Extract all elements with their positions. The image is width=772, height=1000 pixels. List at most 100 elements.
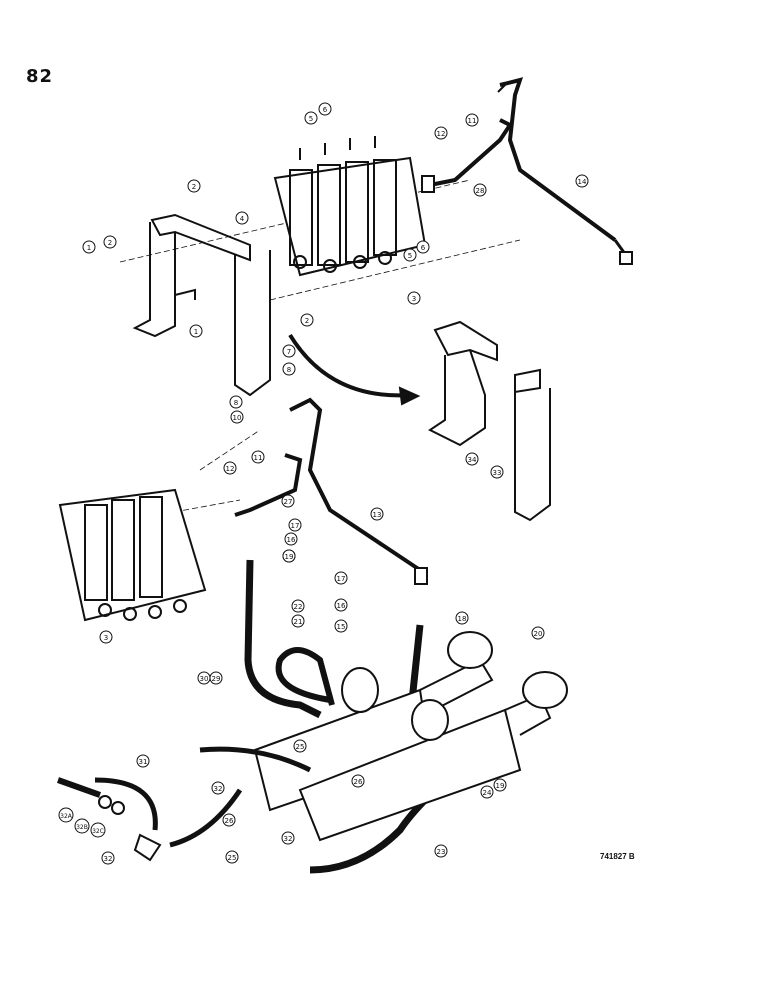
svg-text:29: 29 — [212, 675, 221, 683]
callout: 32B — [74, 818, 90, 834]
svg-text:23: 23 — [437, 848, 446, 856]
svg-text:28: 28 — [476, 187, 485, 195]
callout: 5 — [304, 111, 318, 125]
arrowhead — [398, 386, 421, 406]
svg-text:8: 8 — [234, 399, 238, 407]
drawing-id: 741827 B — [600, 852, 635, 861]
callout: 12 — [434, 126, 448, 140]
svg-text:3: 3 — [412, 295, 416, 303]
svg-text:1: 1 — [87, 244, 91, 252]
svg-text:17: 17 — [337, 575, 346, 583]
svg-text:2: 2 — [192, 183, 196, 191]
svg-text:26: 26 — [225, 817, 234, 825]
callout: 6 — [318, 102, 332, 116]
svg-text:6: 6 — [421, 244, 426, 252]
fitting-32-detail — [56, 777, 162, 862]
callout: 30 — [197, 671, 211, 685]
svg-text:2: 2 — [108, 239, 112, 247]
svg-text:33: 33 — [493, 469, 502, 477]
callout: 12 — [223, 461, 237, 475]
hose-29 — [244, 559, 322, 719]
svg-text:3: 3 — [104, 634, 108, 642]
hose-21 — [275, 647, 335, 706]
assembly-leader-line — [269, 239, 521, 301]
callout: 3 — [407, 291, 421, 305]
svg-text:18: 18 — [458, 615, 467, 623]
callout: 17 — [334, 571, 348, 585]
callout: 19 — [493, 778, 507, 792]
callout: 14 — [575, 174, 589, 188]
callout: 4 — [235, 211, 249, 225]
svg-text:7: 7 — [287, 348, 291, 356]
callout: 2 — [187, 179, 201, 193]
callout: 25 — [225, 850, 239, 864]
svg-text:19: 19 — [285, 553, 294, 561]
callout: 32 — [211, 781, 225, 795]
callout: 29 — [209, 671, 223, 685]
callout: 11 — [465, 113, 479, 127]
svg-text:5: 5 — [309, 115, 313, 123]
callout: 26 — [351, 774, 365, 788]
svg-text:16: 16 — [287, 536, 296, 544]
hydraulic-cylinder-upper — [253, 631, 494, 812]
callout: 11 — [251, 450, 265, 464]
svg-text:24: 24 — [483, 789, 492, 797]
callout: 1 — [82, 240, 96, 254]
callout: 1 — [189, 324, 203, 338]
callout: 18 — [455, 611, 469, 625]
upper-control-valve — [273, 136, 427, 277]
svg-text:32A: 32A — [60, 813, 73, 820]
reference-arrow — [169, 788, 243, 848]
callout: 19 — [282, 549, 296, 563]
svg-text:32: 32 — [214, 785, 223, 793]
callout: 13 — [370, 507, 384, 521]
callout: 25 — [293, 739, 307, 753]
callout: 34 — [465, 452, 479, 466]
lower-control-valve — [58, 488, 207, 622]
callout: 15 — [334, 619, 348, 633]
svg-text:32B: 32B — [76, 824, 88, 831]
alternate-bracket-34 — [428, 320, 498, 447]
callout: 23 — [434, 844, 448, 858]
reference-arrow — [199, 746, 312, 773]
callout: 33 — [490, 465, 504, 479]
svg-text:32C: 32C — [92, 828, 104, 835]
svg-text:16: 16 — [337, 602, 346, 610]
svg-text:1: 1 — [194, 328, 198, 336]
tube-14 — [497, 77, 633, 265]
callout: 17 — [288, 518, 302, 532]
svg-text:8: 8 — [287, 366, 291, 374]
hydraulic-cylinder-lower — [298, 671, 568, 842]
callout: 32A — [58, 807, 74, 823]
svg-text:12: 12 — [226, 465, 235, 473]
page-number: 82 — [26, 66, 54, 87]
callout: 8 — [229, 395, 243, 409]
svg-text:11: 11 — [468, 117, 477, 125]
callout: 32 — [281, 831, 295, 845]
svg-text:32: 32 — [284, 835, 293, 843]
svg-text:13: 13 — [373, 511, 382, 519]
callout: 28 — [473, 183, 487, 197]
svg-text:4: 4 — [240, 215, 245, 223]
callout: 22 — [291, 599, 305, 613]
callout: 32C — [90, 822, 106, 838]
callout: 32 — [101, 851, 115, 865]
svg-text:32: 32 — [104, 855, 113, 863]
callout: 27 — [281, 494, 295, 508]
svg-text:17: 17 — [291, 522, 300, 530]
callout: 6 — [416, 240, 430, 254]
svg-text:26: 26 — [354, 778, 363, 786]
svg-text:31: 31 — [139, 758, 148, 766]
callout: 21 — [291, 614, 305, 628]
callout: 31 — [136, 754, 150, 768]
svg-text:20: 20 — [534, 630, 543, 638]
callout: 16 — [284, 532, 298, 546]
svg-text:19: 19 — [496, 782, 505, 790]
svg-text:25: 25 — [228, 854, 237, 862]
svg-text:11: 11 — [254, 454, 263, 462]
svg-text:27: 27 — [284, 498, 293, 506]
svg-text:2: 2 — [305, 317, 309, 325]
svg-text:25: 25 — [296, 743, 305, 751]
mounting-bracket — [132, 213, 271, 397]
